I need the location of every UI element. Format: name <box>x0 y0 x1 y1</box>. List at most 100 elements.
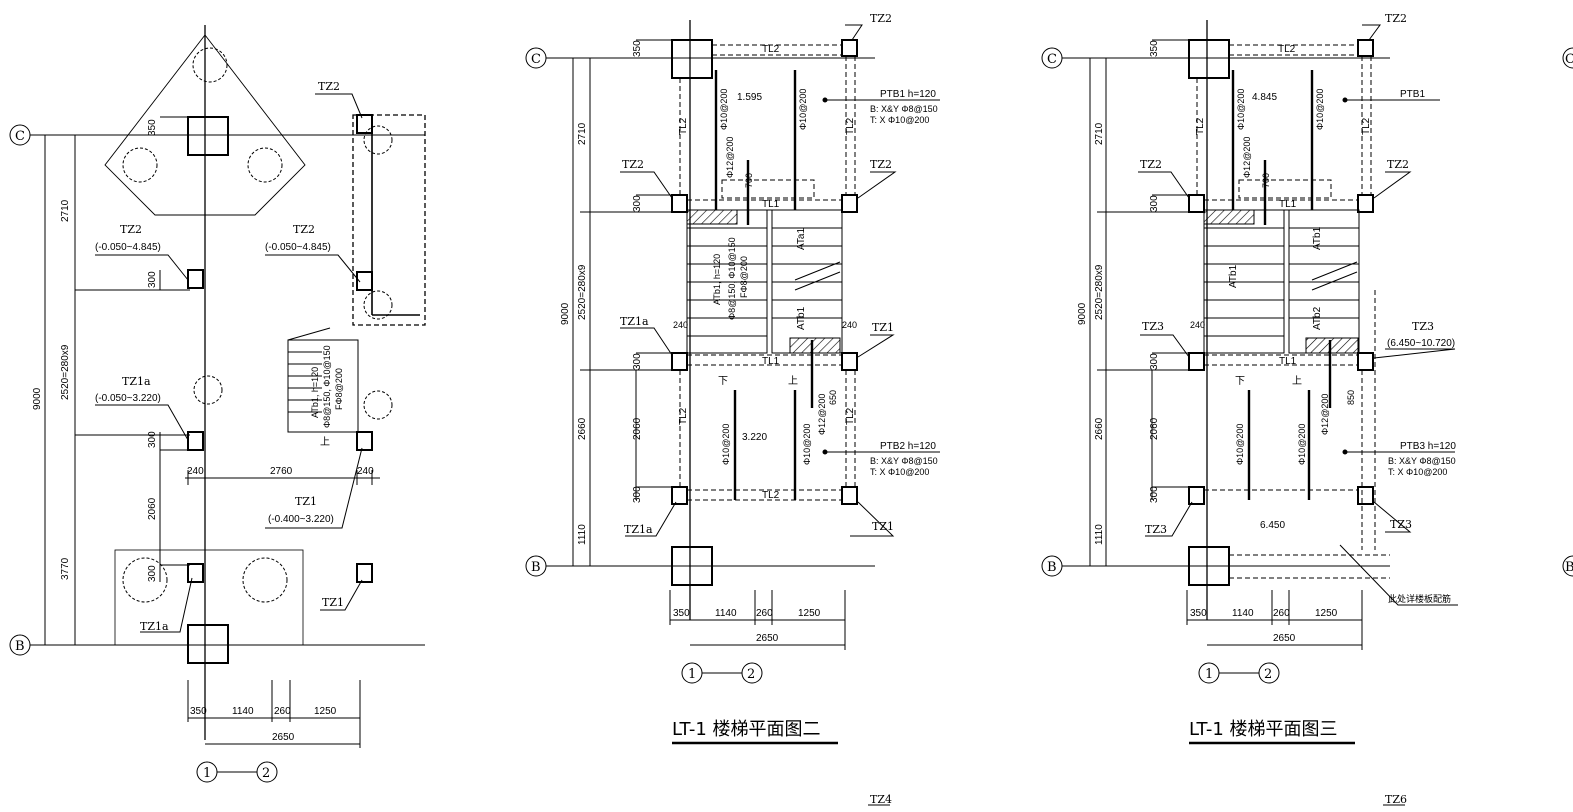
dim-b260: 260 <box>1273 608 1290 619</box>
elev-1595: 1.595 <box>737 92 762 103</box>
dim-2060: 2060 <box>1149 417 1160 440</box>
tl2-top: TL2 <box>762 44 780 55</box>
tz2-l-label: TZ2 <box>1140 158 1162 171</box>
tl2-l1: TL2 <box>678 117 689 135</box>
ptb1-top-rebar: T: X Φ10@200 <box>870 115 929 125</box>
stair-up-arrow: 上 <box>320 436 330 448</box>
dim-b350: 350 <box>1190 608 1207 619</box>
dim-b1250: 1250 <box>798 608 821 619</box>
atb1a-label: ATb1 <box>1228 264 1239 288</box>
dim-b1140: 1140 <box>232 706 254 717</box>
tz1-br-label: TZ1 <box>872 520 894 533</box>
rebar-r3: Φ12@200 <box>1242 137 1252 178</box>
panel-3-title: LT-1 楼梯平面图三 <box>1189 719 1338 740</box>
tz2-tr-label: TZ2 <box>870 12 892 25</box>
ptb1-label: PTB1 <box>1400 89 1425 100</box>
dim-350: 350 <box>147 119 158 136</box>
panel-3-text: C B 1 2 LT-1 楼梯平面图三 350 2710 300 2520=28… <box>1047 12 1456 740</box>
tz2-left-label: TZ2 <box>120 223 142 236</box>
rebar-r3: Φ12@200 <box>725 137 735 178</box>
panel-1-text: C B 1 2 2710 2520=280x9 3770 9000 350 30… <box>15 80 374 781</box>
stair-up: 上 <box>788 375 798 387</box>
dim-1110: 1110 <box>577 524 588 545</box>
rebar-r4: Φ10@200 <box>1235 424 1245 465</box>
edge-b-letter: B <box>1565 560 1573 575</box>
tz6-tag: TZ6 <box>1385 793 1407 806</box>
dim-b260: 260 <box>756 608 773 619</box>
dim-b2650: 2650 <box>756 633 779 644</box>
stair-rebar-1: Φ8@150, Φ10@150 <box>322 345 332 428</box>
tz2-tr-label: TZ2 <box>1385 12 1407 25</box>
rebar-r6: Φ12@200 <box>817 394 827 435</box>
axis-1-bubble-3: 1 <box>1205 667 1213 682</box>
tz1a-l-label: TZ1a <box>620 315 649 328</box>
tl1-top: TL1 <box>762 199 780 210</box>
dim-2520: 2520=280x9 <box>1094 264 1105 320</box>
ptb1-label: PTB1 h=120 <box>880 89 936 100</box>
edge-c-letter: C <box>1565 52 1573 67</box>
axis-1-bubble-2: 1 <box>688 667 696 682</box>
grid-c-bubble-3: C <box>1047 52 1057 67</box>
panel-1 <box>9 25 426 783</box>
edge-fragments <box>868 47 1573 806</box>
tl2-r2: TL2 <box>845 407 856 425</box>
stair-down: 下 <box>718 376 728 387</box>
slab-note: 此处详楼板配筋 <box>1388 593 1451 604</box>
rebar-r2: Φ10@200 <box>798 89 808 130</box>
atb1-label: ATb1 <box>796 306 807 330</box>
dim-2710: 2710 <box>1094 122 1105 145</box>
ptb1-bottom-rebar: B: X&Y Φ8@150 <box>870 104 938 114</box>
dim-b350: 350 <box>190 706 207 717</box>
axis-1-bubble-1: 1 <box>203 766 211 781</box>
tl2-top: TL2 <box>1278 44 1296 55</box>
dim-700: 700 <box>744 173 754 188</box>
tz2-r-label: TZ2 <box>1387 158 1409 171</box>
dim-2710: 2710 <box>577 122 588 145</box>
tz1-r-label: TZ1 <box>872 321 894 334</box>
dim-2660: 2660 <box>1094 417 1105 440</box>
rebar-r4: Φ10@200 <box>721 424 731 465</box>
tl2-r1: TL2 <box>1361 117 1372 135</box>
dim-300c: 300 <box>632 486 643 503</box>
dim-300c: 300 <box>1149 486 1160 503</box>
dim-b1140: 1140 <box>1232 608 1254 619</box>
tz1-bottom-label: TZ1 <box>322 596 344 609</box>
tl2-bottom: TL2 <box>762 490 780 501</box>
elev-6450: 6.450 <box>1260 520 1285 531</box>
dim-240a: 240 <box>187 466 204 477</box>
rebar-r1: Φ10@200 <box>719 89 729 130</box>
tz4-tag: TZ4 <box>870 793 892 806</box>
dim-9000: 9000 <box>1077 302 1088 325</box>
tz3-r-label: TZ3 <box>1412 320 1434 333</box>
tz1-range: (-0.400~3.220) <box>268 514 334 525</box>
ptb3-label: PTB3 h=120 <box>1400 441 1456 452</box>
tz2-mid-range: (-0.050~4.845) <box>265 242 331 253</box>
tz1a-bottom-label: TZ1a <box>140 620 169 633</box>
dim-300a: 300 <box>147 271 158 288</box>
rebar-r5: Φ10@200 <box>1297 424 1307 465</box>
dim-240b: 240 <box>357 466 374 477</box>
dim-2520: 2520=280x9 <box>60 344 71 400</box>
tl1-bottom: TL1 <box>1279 356 1297 367</box>
tl1-top: TL1 <box>1279 199 1297 210</box>
axis-2-bubble-1: 2 <box>262 766 270 781</box>
dim-300b: 300 <box>147 431 158 448</box>
dim-2060: 2060 <box>147 497 158 520</box>
grid-c-bubble-2: C <box>531 52 541 67</box>
stair-thickness: ATb1, h=120 <box>310 367 320 418</box>
ptb2-bottom-rebar: B: X&Y Φ8@150 <box>870 456 938 466</box>
tl1-bottom: TL1 <box>762 356 780 367</box>
dim-300b: 300 <box>1149 353 1160 370</box>
tz1a-range: (-0.050~3.220) <box>95 393 161 404</box>
grid-c-bubble-1: C <box>15 129 25 144</box>
dim-3770: 3770 <box>60 557 71 580</box>
elev-4845: 4.845 <box>1252 92 1277 103</box>
dim-300b: 300 <box>632 353 643 370</box>
panel-2-title: LT-1 楼梯平面图二 <box>672 719 821 740</box>
grid-b-bubble-2: B <box>531 560 541 575</box>
tz2-l-label: TZ2 <box>622 158 644 171</box>
atb1b-label: ATb1 <box>1312 226 1323 250</box>
dim-b2650: 2650 <box>1273 633 1296 644</box>
stair-down: 下 <box>1235 376 1245 387</box>
